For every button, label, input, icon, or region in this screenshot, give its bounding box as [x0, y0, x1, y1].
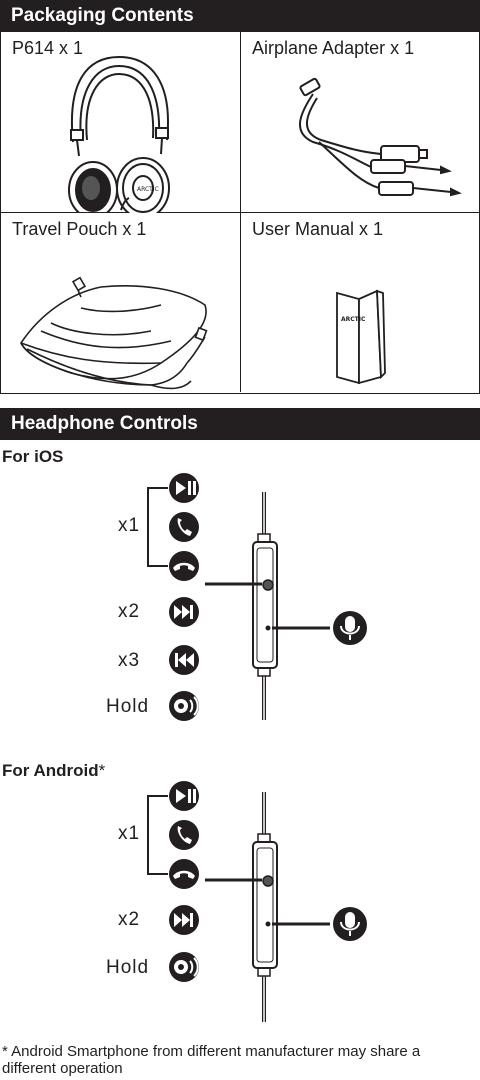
packaging-item-travel-pouch: Travel Pouch x 1 [1, 213, 241, 392]
inline-remote [205, 492, 330, 720]
remote-button [262, 875, 274, 887]
remote-button [262, 579, 274, 591]
user-manual-illustration: ARCTIC [336, 289, 386, 385]
press-label-single: x1 [118, 823, 141, 844]
microphone-icon [333, 907, 367, 941]
inline-remote [205, 792, 330, 1022]
answer-call-icon [169, 820, 199, 850]
android-asterisk: * [98, 761, 106, 780]
bracket [147, 487, 168, 567]
microphone-icon [333, 611, 367, 645]
packaging-item-label: Airplane Adapter x 1 [252, 38, 415, 58]
ios-control-diagram: x1 x2 x3 Hold [0, 470, 480, 730]
packaging-item-label: User Manual x 1 [252, 219, 384, 239]
end-call-icon [169, 551, 199, 581]
voice-assistant-icon [169, 691, 199, 721]
headphone-controls-header: Headphone Controls [0, 408, 480, 440]
travel-pouch-illustration [20, 276, 208, 390]
bracket [147, 795, 168, 875]
mic-hole [265, 921, 271, 927]
packaging-contents-header: Packaging Contents [0, 0, 480, 32]
svg-text:ARCTIC: ARCTIC [137, 186, 159, 193]
press-label-double: x2 [118, 601, 141, 622]
android-footnote: * Android Smartphone from different manu… [2, 1043, 421, 1077]
next-track-icon [169, 905, 199, 935]
android-diagram-graphics [147, 781, 367, 1022]
packaging-item-headphones: P614 x 1 ARCTIC [1, 32, 241, 213]
android-control-diagram: x1 x2 Hold [0, 778, 480, 1028]
press-label-double: x2 [118, 909, 141, 930]
voice-assistant-icon [169, 952, 199, 982]
previous-track-icon [169, 645, 199, 675]
end-call-icon [169, 859, 199, 889]
answer-call-icon [169, 512, 199, 542]
next-track-icon [169, 597, 199, 627]
press-label-triple: x3 [118, 650, 141, 671]
press-label-hold: Hold [106, 957, 150, 978]
manual-brand-logo: ARCTIC [341, 316, 366, 323]
ios-heading: For iOS [2, 447, 64, 466]
packaging-item-airplane-adapter: Airplane Adapter x 1 [241, 32, 479, 213]
play-pause-icon [169, 473, 199, 503]
headphones-illustration: ARCTIC [68, 55, 170, 213]
android-heading: For Android* [2, 761, 106, 780]
packaging-item-user-manual: User Manual x 1 ARCTIC [241, 213, 479, 392]
packaging-item-label: P614 x 1 [12, 38, 84, 58]
ios-diagram-graphics [147, 473, 367, 721]
play-pause-icon [169, 781, 199, 811]
packaging-grid: P614 x 1 ARCTIC [0, 32, 480, 394]
airplane-adapter-illustration [299, 77, 462, 197]
press-label-hold: Hold [106, 696, 150, 717]
press-label-single: x1 [118, 515, 141, 536]
mic-hole [265, 625, 271, 631]
packaging-item-label: Travel Pouch x 1 [12, 219, 147, 239]
